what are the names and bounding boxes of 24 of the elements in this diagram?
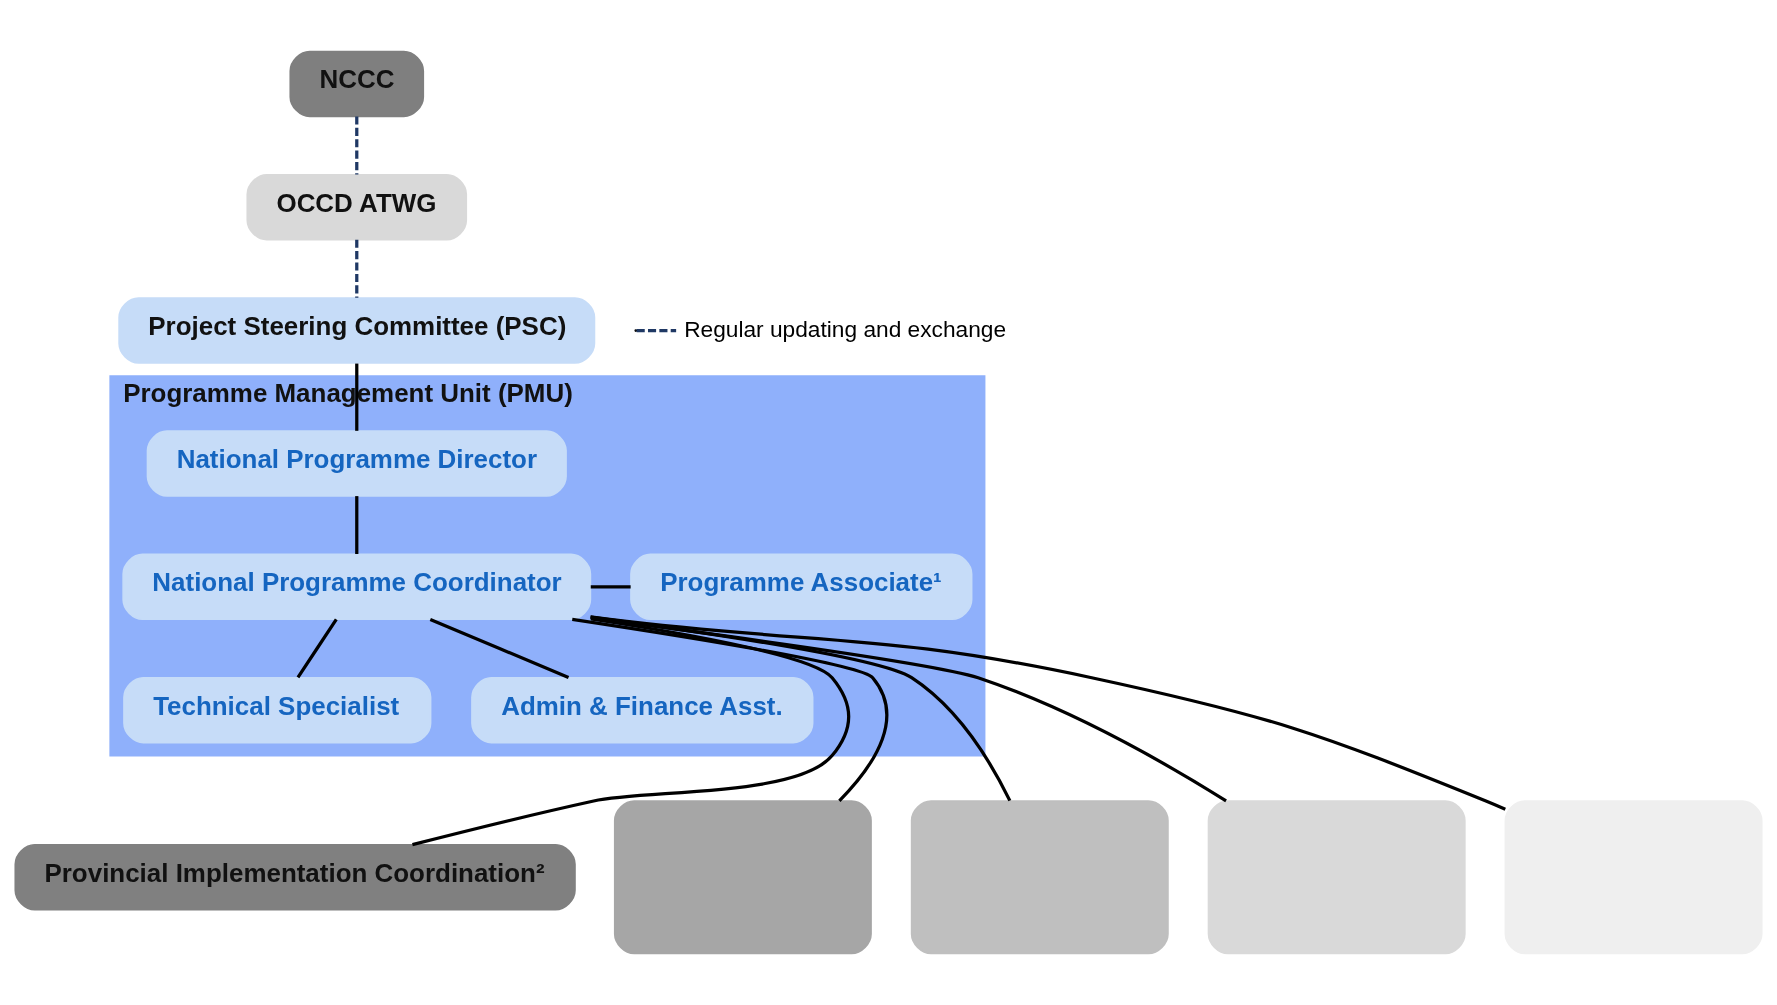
connector bbox=[355, 239, 359, 298]
node-box: Provincial Implementation Coordination² bbox=[14, 844, 576, 911]
node-box: Technical Specialist bbox=[123, 676, 432, 744]
node-box: Admin & Finance Asst. bbox=[471, 676, 814, 744]
node-box: National Programme Director bbox=[146, 430, 567, 497]
node-box: National Programme Coordinator bbox=[122, 553, 592, 621]
connector bbox=[590, 615, 1506, 811]
node-box: Project Steering Committee (PSC) bbox=[118, 297, 596, 364]
connector bbox=[296, 618, 338, 679]
node-box: NCCC bbox=[289, 50, 425, 118]
connector bbox=[355, 496, 359, 554]
legend-label: Regular updating and exchange bbox=[684, 315, 1007, 342]
node-box bbox=[910, 800, 1169, 955]
node-box: OCCD ATWG bbox=[246, 174, 468, 241]
connector bbox=[590, 616, 1227, 803]
connector bbox=[572, 617, 889, 802]
connector bbox=[429, 617, 570, 679]
connector bbox=[355, 116, 359, 175]
node-box bbox=[613, 800, 872, 955]
node-box bbox=[1504, 800, 1763, 955]
node-box bbox=[1207, 800, 1466, 955]
connector bbox=[590, 585, 631, 589]
connector bbox=[412, 617, 851, 847]
node-box: Programme Associate¹ bbox=[630, 553, 973, 621]
